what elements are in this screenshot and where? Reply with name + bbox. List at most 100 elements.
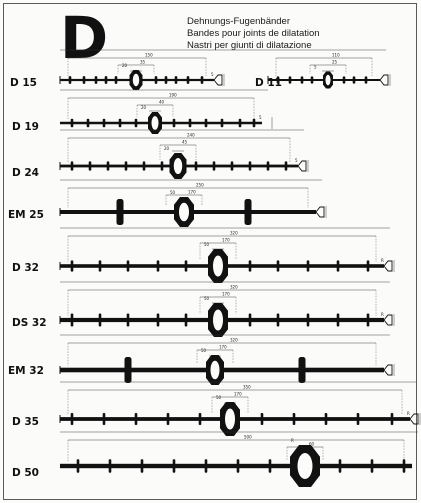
band-rib	[104, 76, 108, 84]
band-rib	[276, 76, 280, 84]
dimension-label: 40	[159, 100, 165, 105]
band-rib	[114, 76, 118, 84]
band-rib	[268, 459, 272, 473]
band-rib	[126, 260, 130, 272]
band-rib	[70, 260, 74, 272]
anchor-flange	[124, 357, 132, 383]
band-rib	[98, 313, 102, 327]
dimension-label: 170	[188, 190, 196, 195]
band-rib	[402, 459, 406, 473]
band-rib	[336, 313, 340, 327]
band-rib	[186, 76, 190, 84]
dimension-label: 350	[243, 385, 251, 390]
band-rib	[76, 459, 80, 473]
section-letter: D	[60, 4, 108, 72]
band-rib	[220, 118, 224, 128]
band-rib	[276, 313, 280, 327]
band-rib	[70, 313, 74, 327]
band-rib	[82, 76, 86, 84]
dimension-label: 50	[216, 395, 222, 400]
band-rib	[88, 161, 92, 171]
profile-label: EM 32	[8, 365, 44, 377]
band-rib	[306, 313, 310, 327]
band-rib	[124, 161, 128, 171]
profile-label: D 24	[12, 167, 39, 179]
dimension-label: 250	[196, 183, 204, 188]
dimension-label: 5	[314, 65, 317, 70]
band-rib	[342, 76, 346, 84]
profile-label: D 35	[12, 416, 39, 428]
band-rib	[204, 118, 208, 128]
band-rib	[142, 161, 146, 171]
dimension-label: 500	[244, 435, 252, 440]
band-rib	[160, 161, 164, 171]
page-frame	[3, 3, 417, 500]
band-rib	[184, 260, 188, 272]
band-rib	[248, 313, 252, 327]
dimension-label: R	[381, 312, 384, 317]
band-rib	[336, 260, 340, 272]
dimension-label: 240	[187, 133, 195, 138]
dimension-label: 50	[170, 190, 176, 195]
band-rib	[70, 413, 74, 425]
band-end-cap	[315, 206, 325, 218]
dimension-label: 320	[230, 338, 238, 343]
band-end-cap	[213, 74, 223, 86]
bulb-hollow	[213, 255, 223, 277]
band-rib	[156, 260, 160, 272]
bulb-hollow	[213, 309, 223, 331]
bulb-hollow	[210, 360, 220, 380]
dimension-label: 50	[201, 348, 207, 353]
bulb-hollow	[179, 202, 189, 222]
band-rib	[352, 76, 356, 84]
band-rib	[68, 76, 72, 84]
band-rib	[364, 76, 368, 84]
anchor-flange	[244, 199, 252, 225]
dimension-label: R	[291, 438, 294, 443]
band-rib	[236, 459, 240, 473]
band-rib	[134, 118, 138, 128]
band-rib	[94, 76, 98, 84]
dimension-label: R	[407, 411, 410, 416]
dimension-label: 170	[219, 345, 227, 350]
dimension-label: 5	[211, 72, 214, 77]
dimension-label: 190	[169, 93, 177, 98]
anchor-flange	[116, 199, 124, 225]
dimension-label: 5	[259, 115, 262, 120]
dimension-label: 60	[309, 442, 315, 447]
band-rib	[288, 76, 292, 84]
bulb-hollow	[225, 408, 235, 430]
band-rib	[366, 313, 370, 327]
dimension-label: 5	[295, 158, 298, 163]
band-web	[60, 463, 412, 469]
dimension-label: 50	[204, 242, 210, 247]
dimension-label: 110	[332, 53, 340, 58]
dimension-label: 50	[204, 296, 210, 301]
band-rib	[276, 260, 280, 272]
band-rib	[390, 413, 394, 425]
band-rib	[188, 118, 192, 128]
band-rib	[86, 118, 90, 128]
dimension-label: 170	[234, 392, 242, 397]
band-rib	[338, 459, 342, 473]
band-rib	[306, 260, 310, 272]
title-french: Bandes pour joints de dilatation	[187, 28, 320, 39]
dimension-label: 35	[140, 60, 146, 65]
band-rib	[140, 459, 144, 473]
band-end-cap	[379, 74, 389, 86]
dimension-label: 170	[222, 238, 230, 243]
dimension-label: 20	[164, 146, 170, 151]
band-rib	[126, 313, 130, 327]
band-rib	[292, 413, 296, 425]
band-rib	[174, 76, 178, 84]
band-end-cap	[383, 364, 393, 376]
band-rib	[200, 76, 204, 84]
